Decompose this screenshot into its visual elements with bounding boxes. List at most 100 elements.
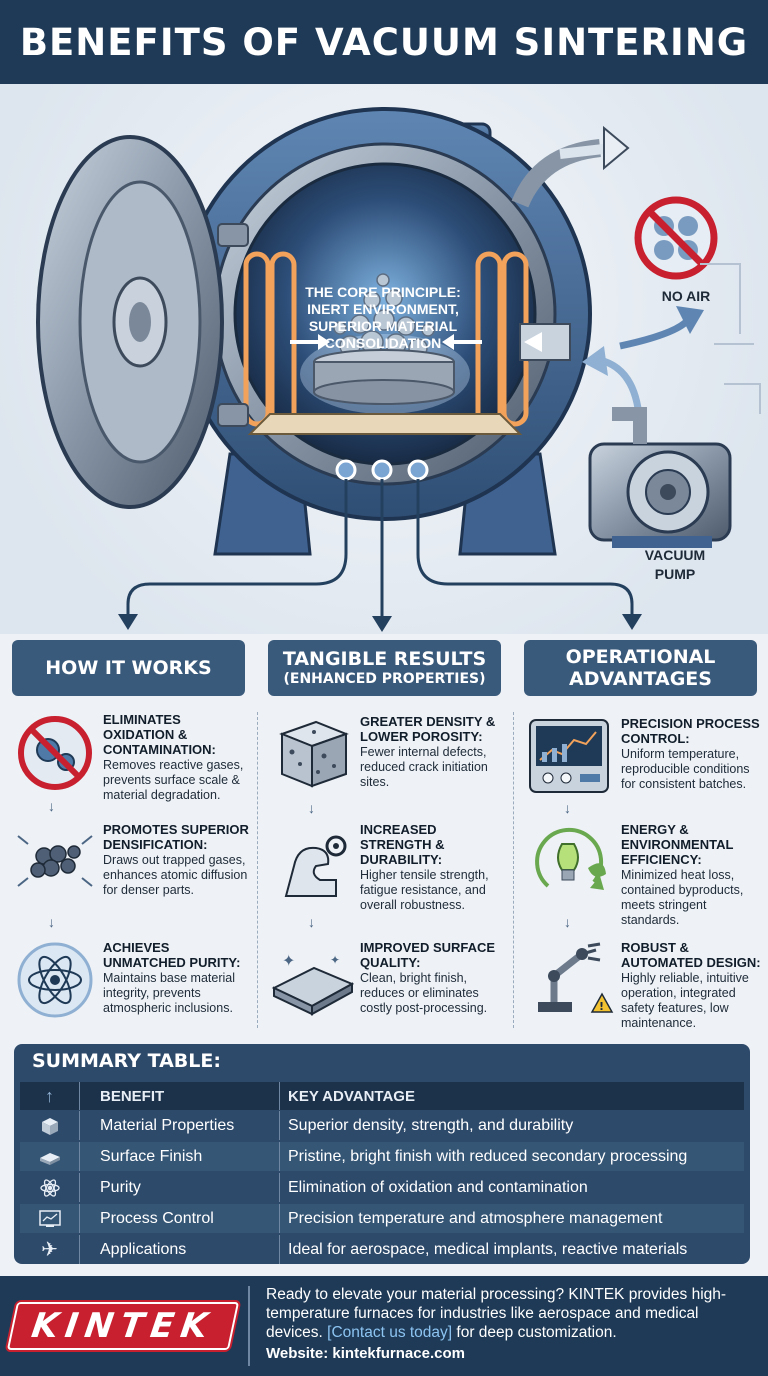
feature-title: PROMOTES SUPERIOR DENSIFICATION: bbox=[103, 822, 249, 852]
core-principle-text: THE CORE PRINCIPLE: INERT ENVIRONMENT, S… bbox=[268, 284, 498, 352]
atom-icon bbox=[20, 1173, 80, 1202]
core-principle-line-1: THE CORE PRINCIPLE: bbox=[305, 284, 461, 300]
feature-robust-design: ROBUST & AUTOMATED DESIGN: Highly reliab… bbox=[621, 940, 761, 1031]
column-heading-subtext: (ENHANCED PROPERTIES) bbox=[283, 671, 486, 687]
feature-description: Draws out trapped gases, enhances atomic… bbox=[103, 853, 248, 897]
table-cell-advantage: Ideal for aerospace, medical implants, r… bbox=[288, 1240, 688, 1258]
feature-description: Highly reliable, intuitive operation, in… bbox=[621, 971, 749, 1030]
table-cell-benefit: Surface Finish bbox=[80, 1142, 280, 1171]
table-cell-benefit: Applications bbox=[80, 1235, 280, 1264]
cube-icon bbox=[20, 1111, 80, 1140]
strength-arm-icon bbox=[284, 835, 347, 897]
feature-description: Fewer internal defects, reduced crack in… bbox=[360, 745, 488, 789]
connector-lines bbox=[126, 479, 634, 616]
pump-label-line-2: PUMP bbox=[654, 566, 696, 582]
column-header-key-advantage: KEY ADVANTAGE bbox=[288, 1087, 415, 1105]
core-principle-line-4: CONSOLIDATION bbox=[324, 335, 442, 351]
control-panel-icon bbox=[529, 719, 609, 793]
svg-text:!: ! bbox=[599, 1000, 604, 1013]
footer-text-part: Ready to elevate your material processin… bbox=[266, 1286, 727, 1341]
feature-energy-efficiency: ENERGY & ENVIRONMENTAL EFFICIENCY: Minim… bbox=[621, 822, 761, 928]
column-heading-text: OPERATIONAL ADVANTAGES bbox=[565, 646, 716, 690]
feature-description: Higher tensile strength, fatigue resista… bbox=[360, 868, 489, 912]
no-air-label: NO AIR bbox=[661, 288, 711, 304]
page-header: BENEFITS OF VACUUM SINTERING bbox=[0, 0, 768, 84]
powder-particles bbox=[333, 273, 435, 358]
feature-title: GREATER DENSITY & LOWER POROSITY: bbox=[360, 714, 496, 744]
column-heading-tangible-results: TANGIBLE RESULTS (ENHANCED PROPERTIES) bbox=[268, 640, 501, 696]
table-row: ✈ Applications Ideal for aerospace, medi… bbox=[20, 1235, 744, 1264]
no-air-icon bbox=[634, 196, 718, 280]
core-principle-line-2: INERT ENVIRONMENT, bbox=[307, 301, 459, 317]
feature-precision-control: PRECISION PROCESS CONTROL: Uniform tempe… bbox=[621, 716, 761, 792]
feature-eliminates-oxidation: ELIMINATES OXIDATION & CONTAMINATION: Re… bbox=[103, 712, 253, 803]
feature-greater-density: GREATER DENSITY & LOWER POROSITY: Fewer … bbox=[360, 714, 510, 790]
vacuum-pump bbox=[588, 407, 732, 548]
exhaust-pipe bbox=[511, 139, 602, 208]
feature-description: Maintains base material integrity, preve… bbox=[103, 971, 236, 1015]
feature-title: ROBUST & AUTOMATED DESIGN: bbox=[621, 940, 761, 970]
densification-icon bbox=[17, 835, 93, 887]
table-row: Process Control Precision temperature an… bbox=[20, 1204, 744, 1233]
column-header-benefit: BENEFIT bbox=[80, 1082, 280, 1110]
summary-title: SUMMARY TABLE: bbox=[32, 1050, 221, 1072]
column-heading-text: TANGIBLE RESULTS bbox=[282, 648, 487, 670]
kintek-logo[interactable]: KINTEK bbox=[6, 1302, 240, 1350]
down-arrow-icon: ↓ bbox=[564, 800, 571, 816]
robot-arm-icon: ! bbox=[538, 942, 614, 1013]
core-principle-line-3: SUPERIOR MATERIAL bbox=[308, 318, 458, 334]
furnace-ports bbox=[335, 459, 429, 481]
feature-description: Removes reactive gases, prevents surface… bbox=[103, 758, 244, 802]
table-cell-advantage: Elimination of oxidation and contaminati… bbox=[288, 1178, 588, 1196]
contact-us-link[interactable]: [Contact us today] bbox=[327, 1324, 453, 1341]
table-row: Material Properties Superior density, st… bbox=[20, 1111, 744, 1140]
website-link[interactable]: Website: kintekfurnace.com bbox=[266, 1345, 465, 1362]
table-cell-advantage: Pristine, bright finish with reduced sec… bbox=[288, 1147, 688, 1165]
footer: KINTEK Ready to elevate your material pr… bbox=[0, 1276, 768, 1376]
feature-description: Clean, bright finish, reduces or elimina… bbox=[360, 971, 488, 1015]
vacuum-furnace-illustration bbox=[36, 107, 761, 632]
feature-title: ACHIEVES UNMATCHED PURITY: bbox=[103, 940, 241, 970]
dense-cube-icon bbox=[279, 720, 349, 788]
feature-title: INCREASED STRENGTH & DURABILITY: bbox=[360, 822, 445, 867]
monitor-icon bbox=[20, 1204, 80, 1233]
table-row: Surface Finish Pristine, bright finish w… bbox=[20, 1142, 744, 1171]
feature-improved-surface: IMPROVED SURFACE QUALITY: Clean, bright … bbox=[360, 940, 510, 1016]
page-title: BENEFITS OF VACUUM SINTERING bbox=[19, 20, 749, 64]
pump-label-line-1: VACUUM bbox=[644, 547, 706, 563]
column-divider bbox=[257, 712, 258, 1028]
no-oxidation-icon bbox=[18, 716, 92, 790]
feature-title: PRECISION PROCESS CONTROL: bbox=[621, 716, 760, 746]
logo-text: KINTEK bbox=[29, 1306, 217, 1346]
table-cell-advantage: Precision temperature and atmosphere man… bbox=[288, 1209, 663, 1227]
table-cell-advantage: Superior density, strength, and durabili… bbox=[288, 1116, 574, 1134]
shiny-surface-icon: ✦ ✦ bbox=[271, 951, 354, 1016]
svg-text:✦: ✦ bbox=[330, 953, 340, 967]
column-heading-operational-advantages: OPERATIONAL ADVANTAGES bbox=[524, 640, 757, 696]
feature-increased-strength: INCREASED STRENGTH & DURABILITY: Higher … bbox=[360, 822, 510, 913]
atom-icon bbox=[17, 942, 93, 1018]
sample-tray bbox=[247, 413, 523, 435]
feature-title: ENERGY & ENVIRONMENTAL EFFICIENCY: bbox=[621, 822, 734, 867]
down-arrow-icon: ↓ bbox=[308, 914, 315, 930]
footer-description: Ready to elevate your material processin… bbox=[266, 1285, 756, 1342]
down-arrow-icon: ↓ bbox=[308, 800, 315, 816]
feature-description: Uniform temperature, reproducible condit… bbox=[621, 747, 750, 791]
table-row: Purity Elimination of oxidation and cont… bbox=[20, 1173, 744, 1202]
down-arrow-icon: ↓ bbox=[48, 798, 55, 814]
feature-title: ELIMINATES OXIDATION & CONTAMINATION: bbox=[103, 712, 216, 757]
table-cell-benefit: Purity bbox=[80, 1173, 280, 1202]
table-cell-benefit: Process Control bbox=[80, 1204, 280, 1233]
down-arrow-icon: ↓ bbox=[564, 914, 571, 930]
column-divider bbox=[513, 712, 514, 1028]
surface-icon bbox=[20, 1142, 80, 1171]
footer-divider bbox=[248, 1286, 250, 1366]
vacuum-pump-label: VACUUM PUMP bbox=[620, 546, 730, 584]
column-heading-how-it-works: HOW IT WORKS bbox=[12, 640, 245, 696]
airplane-icon: ✈ bbox=[20, 1235, 80, 1264]
table-cell-benefit: Material Properties bbox=[80, 1111, 280, 1140]
up-arrow-icon: ↑ bbox=[20, 1082, 80, 1110]
feature-achieves-purity: ACHIEVES UNMATCHED PURITY: Maintains bas… bbox=[103, 940, 253, 1016]
feature-description: Minimized heat loss, contained byproduct… bbox=[621, 868, 744, 927]
table-header-row: ↑ BENEFIT KEY ADVANTAGE bbox=[20, 1082, 744, 1110]
